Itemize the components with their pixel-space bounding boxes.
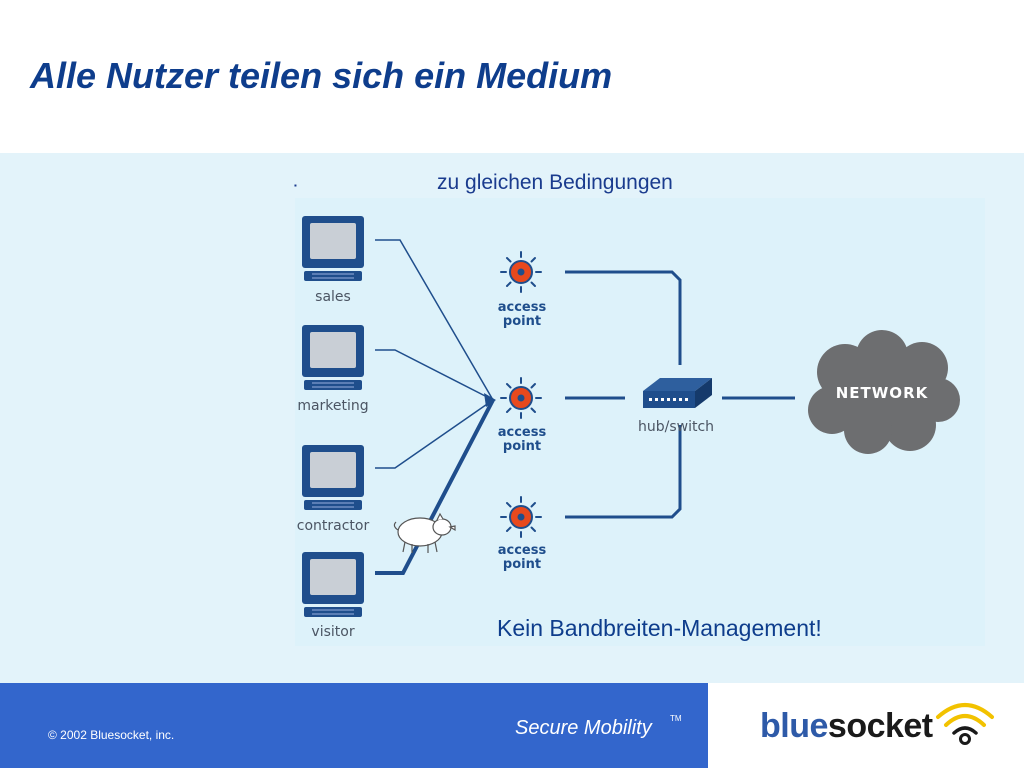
client-label-marketing: marketing	[297, 398, 368, 414]
switch-label: hub/switch	[638, 419, 714, 435]
ap3-label-line1: access	[498, 543, 547, 558]
computer-icon	[302, 552, 364, 617]
link-contractor	[375, 399, 494, 469]
client-label-contractor: contractor	[297, 518, 370, 534]
wifi-icon	[936, 703, 994, 745]
tagline-text: Secure Mobility	[515, 717, 652, 739]
ap1-label-line1: access	[498, 300, 547, 315]
link-ap1-switch	[565, 270, 682, 365]
link-sales	[375, 239, 494, 401]
link-visitor	[375, 399, 495, 575]
network-cloud-icon	[808, 330, 960, 454]
logo-text-socket: socket	[827, 707, 933, 745]
diagram-subtitle: zu gleichen Bedingungen	[437, 171, 673, 194]
ap3-label-line2: point	[503, 557, 541, 572]
logo-text-blue: blue	[760, 707, 828, 745]
ap2-label-line2: point	[503, 439, 541, 454]
link-marketing	[375, 349, 494, 401]
slide-title: Alle Nutzer teilen sich ein Medium	[30, 55, 613, 96]
access-point-icon	[500, 251, 542, 293]
access-point-icon	[500, 377, 542, 419]
switch-icon	[643, 378, 712, 408]
footer-band	[0, 683, 708, 768]
copyright-text: © 2002 Bluesocket, inc.	[48, 728, 175, 742]
computer-icon	[302, 216, 364, 281]
link-ap3-switch	[565, 425, 682, 519]
trademark-mark: TM	[670, 714, 682, 723]
marker-glyph: ▪	[294, 181, 297, 190]
client-label-visitor: visitor	[311, 624, 354, 640]
access-point-icon	[500, 496, 542, 538]
bluesocket-logo: bluesocket	[760, 707, 933, 746]
computer-icon	[302, 325, 364, 390]
arrow-head	[484, 393, 496, 407]
ap2-label-line1: access	[498, 425, 547, 440]
diagram-caption: Kein Bandbreiten-Management!	[497, 615, 822, 641]
network-label: NETWORK	[836, 384, 929, 402]
ap1-label-line2: point	[503, 314, 541, 329]
client-label-sales: sales	[315, 289, 351, 305]
pig-icon	[393, 512, 456, 553]
computer-icon	[302, 445, 364, 510]
